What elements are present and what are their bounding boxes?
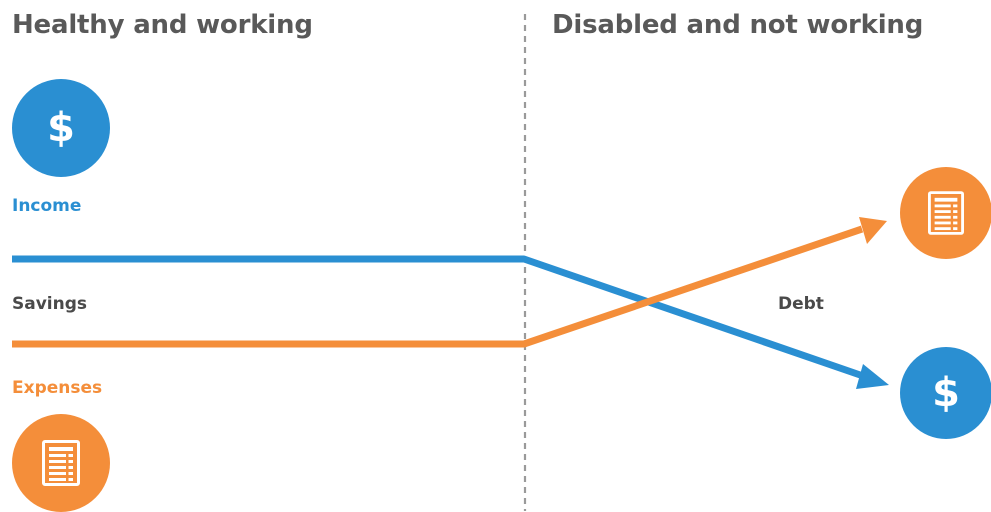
income-label: Income xyxy=(12,196,82,216)
savings-label: Savings xyxy=(12,294,88,314)
income-line xyxy=(12,255,868,381)
expenses-arrowhead xyxy=(859,217,887,244)
income-arrowhead xyxy=(856,364,889,389)
expenses-label: Expenses xyxy=(12,378,103,398)
expenses-line xyxy=(12,225,864,348)
bill-glyph xyxy=(42,440,80,486)
dollar-icon: $ xyxy=(900,347,991,439)
dollar-symbol: $ xyxy=(932,370,960,416)
bill-icon xyxy=(900,167,991,259)
bill-icon xyxy=(12,414,110,512)
dollar-icon: $ xyxy=(12,79,110,177)
debt-label: Debt xyxy=(778,294,824,314)
heading-healthy-working: Healthy and working xyxy=(12,10,313,40)
heading-disabled-not-working: Disabled and not working xyxy=(552,10,924,40)
bill-glyph xyxy=(928,191,964,235)
dollar-symbol: $ xyxy=(47,105,75,151)
